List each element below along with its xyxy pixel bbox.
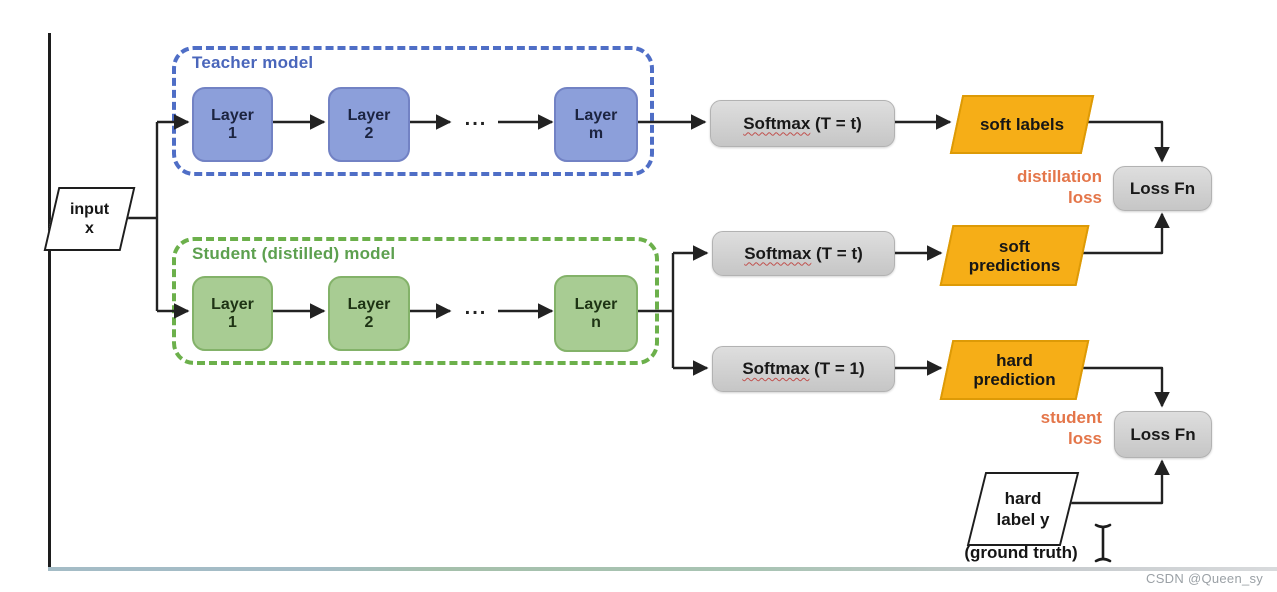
softmax-soft-temp: (T = t) (811, 243, 863, 263)
softmax-soft-word: Softmax (744, 243, 812, 263)
wire-softpred-lossfn (1078, 212, 1170, 255)
hard-label-node: hard label y (966, 472, 1080, 546)
soft-predictions-line2: predictions (968, 255, 1061, 275)
loss-fn-bottom-node: Loss Fn (1114, 411, 1212, 458)
hard-label-line2: label y (996, 510, 1050, 529)
student-layer-2-word: Layer (347, 296, 391, 313)
student-layer-1-num: 1 (228, 313, 237, 331)
hard-prediction-line1: hard (996, 351, 1033, 370)
distillation-loss-label: distillation loss (960, 166, 1102, 208)
student-ellipsis: ... (464, 297, 488, 319)
soft-labels-node: soft labels (949, 95, 1095, 154)
input-label-line2: x (85, 220, 94, 237)
wire-hardlabel-lossfn (1066, 459, 1170, 505)
student-model-box (172, 237, 659, 365)
watermark: CSDN @Queen_sy (1146, 571, 1264, 586)
student-loss-line1: student (1040, 408, 1102, 427)
input-label-line1: input (69, 201, 110, 218)
left-axis-line (48, 33, 51, 568)
teacher-layer-2-word: Layer (347, 107, 391, 124)
soft-labels-text: soft labels (979, 115, 1065, 134)
teacher-layer-1-word: Layer (211, 107, 254, 124)
student-layer-2-num: 2 (364, 313, 374, 331)
input-node: input x (43, 187, 136, 251)
teacher-layer-m-num: m (588, 124, 604, 142)
distillation-loss-line1: distillation (1017, 167, 1102, 186)
teacher-layer-2-num: 2 (364, 124, 374, 142)
student-layer-n-word: Layer (574, 296, 618, 313)
hard-label-line1: hard (1004, 489, 1042, 508)
softmax-hard-node: Softmax (T = 1) (712, 346, 895, 392)
student-layer-n: Layer n (554, 275, 638, 352)
loss-fn-top-node: Loss Fn (1113, 166, 1212, 211)
softmax-hard-temp: (T = 1) (809, 359, 865, 378)
teacher-layer-2: Layer 2 (328, 87, 410, 162)
student-layer-1-word: Layer (211, 296, 254, 313)
student-loss-line2: loss (1067, 429, 1102, 448)
student-layer-1: Layer 1 (192, 276, 273, 351)
softmax-teacher-temp: (T = t) (810, 113, 862, 133)
text-cursor-icon (1094, 523, 1112, 563)
ground-truth-label: (ground truth) (964, 543, 1078, 562)
hard-prediction-node: hard prediction (939, 340, 1090, 400)
softmax-teacher-node: Softmax (T = t) (710, 100, 895, 147)
softmax-teacher-word: Softmax (743, 113, 811, 133)
bottom-axis-line (48, 567, 1277, 571)
soft-predictions-node: soft predictions (939, 225, 1090, 286)
teacher-model-box (172, 46, 654, 176)
wire-hardpred-lossfn (1078, 366, 1170, 408)
teacher-layer-m-word: Layer (574, 107, 618, 124)
student-model-title: Student (distilled) model (192, 244, 396, 263)
softmax-hard-word: Softmax (742, 359, 810, 378)
soft-predictions-line1: soft (998, 236, 1031, 256)
teacher-layer-1-num: 1 (228, 124, 237, 142)
teacher-model-title: Teacher model (192, 53, 314, 72)
teacher-layer-1: Layer 1 (192, 87, 273, 162)
student-layer-n-num: n (591, 313, 601, 331)
softmax-soft-node: Softmax (T = t) (712, 231, 895, 276)
student-layer-2: Layer 2 (328, 276, 410, 351)
hard-prediction-line2: prediction (973, 370, 1056, 389)
teacher-ellipsis: ... (464, 108, 488, 130)
distillation-loss-line2: loss (1067, 188, 1102, 207)
teacher-layer-m: Layer m (554, 87, 638, 162)
wire-softlabels-lossfn (1086, 120, 1170, 163)
student-loss-label: student loss (960, 407, 1102, 449)
